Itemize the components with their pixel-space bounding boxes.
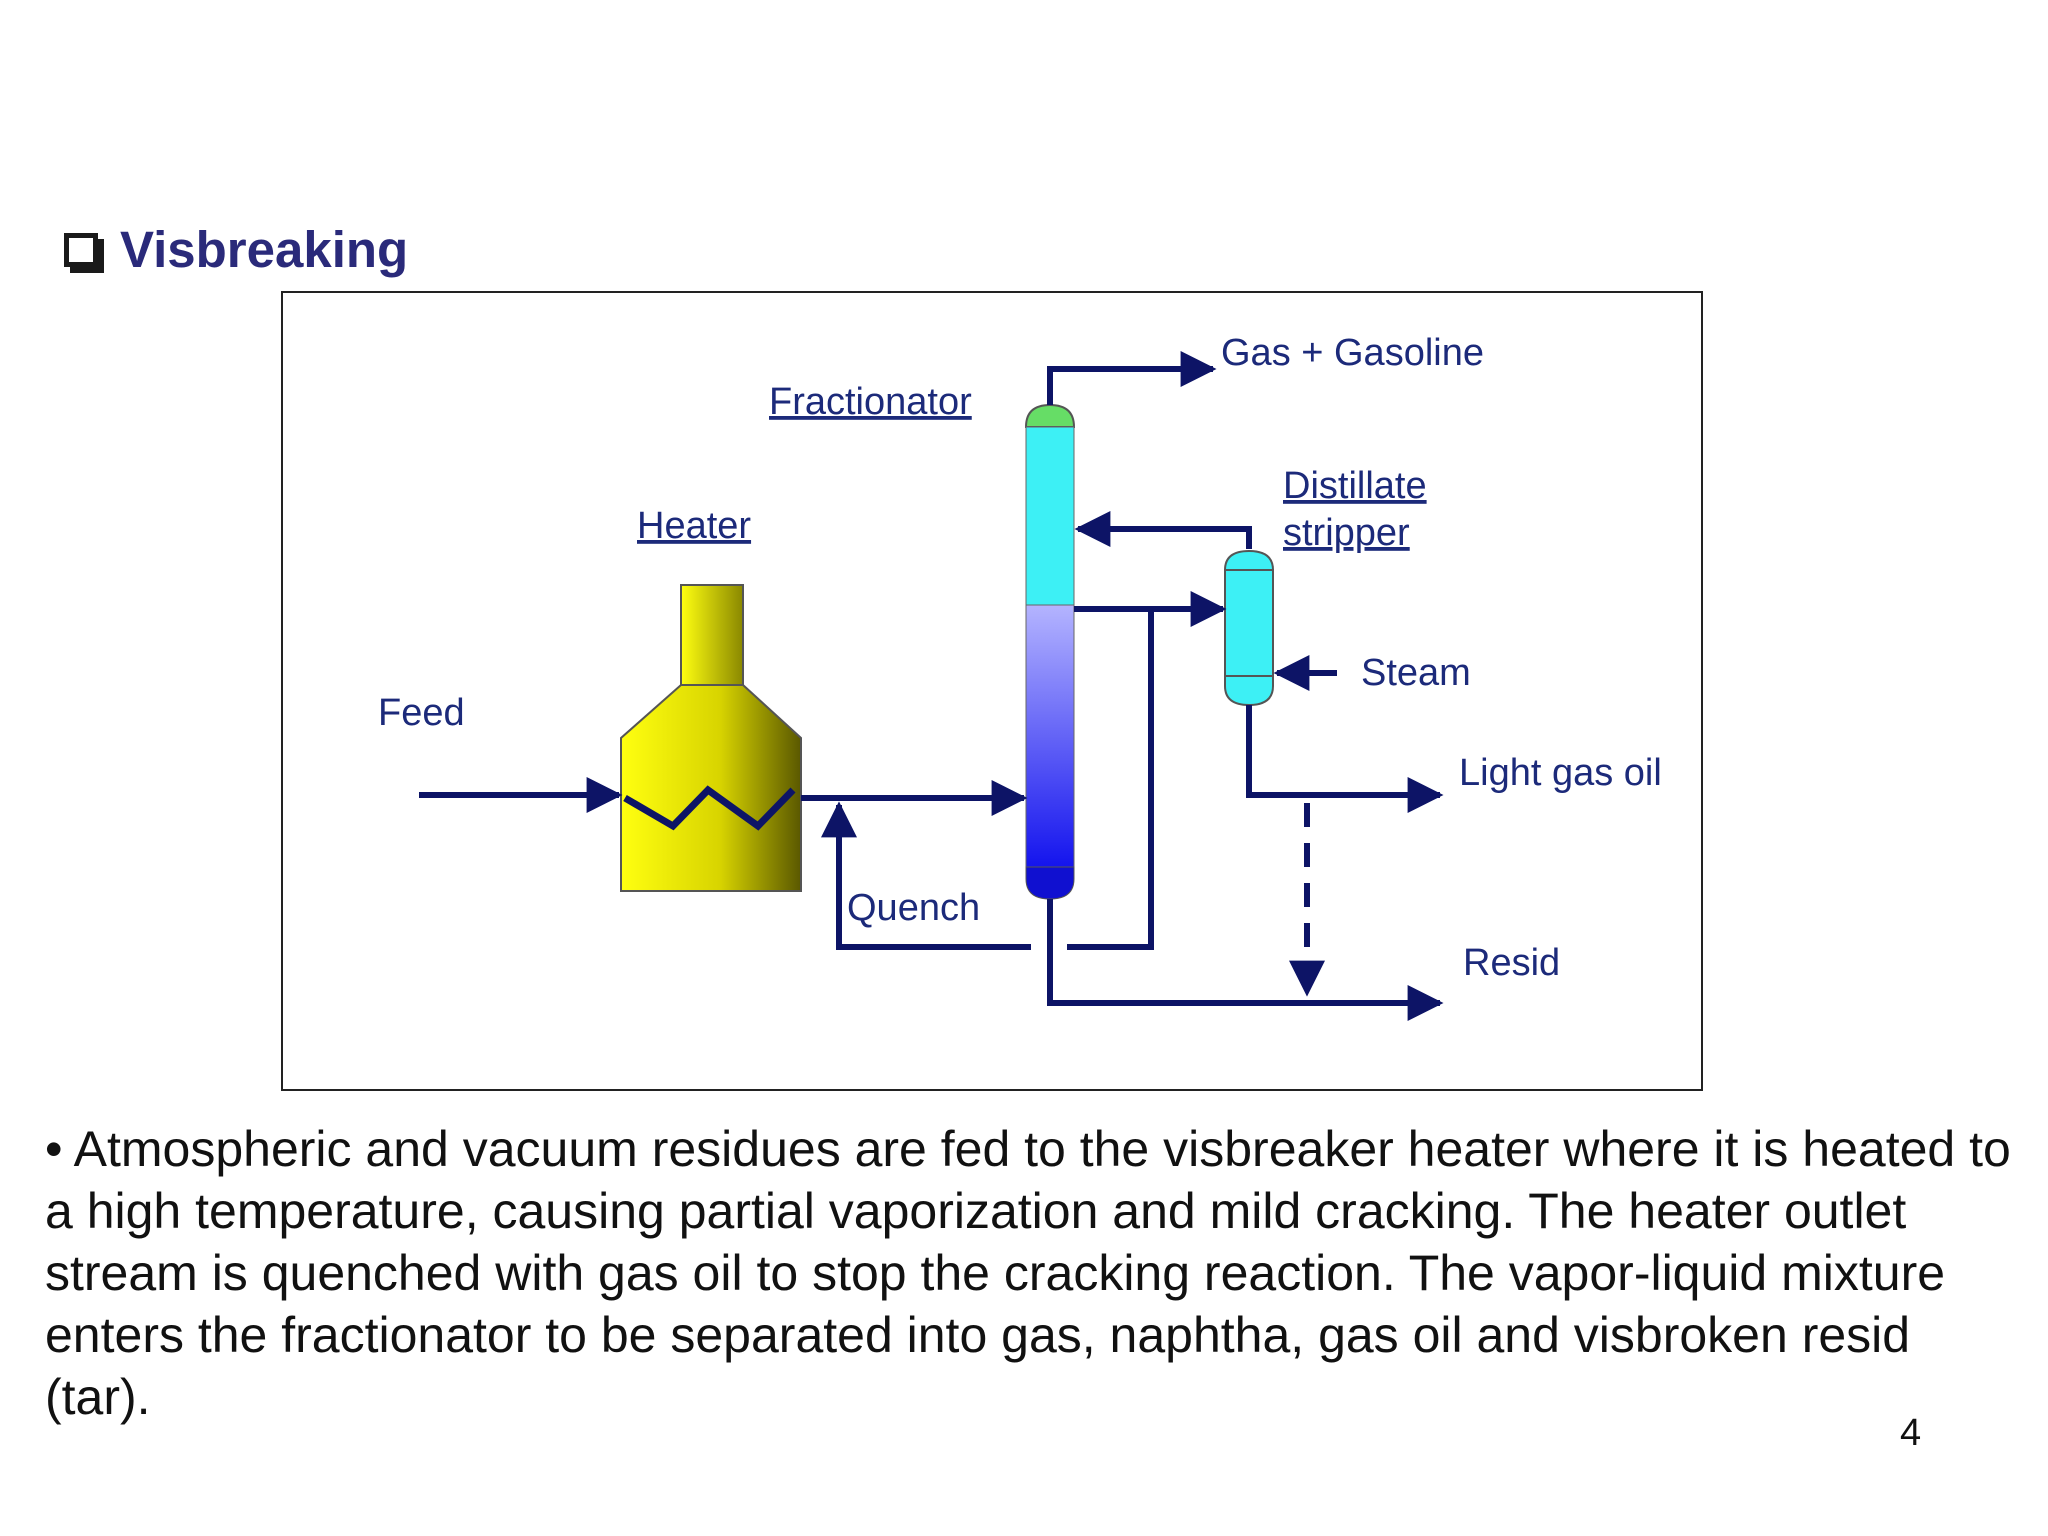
label-stripper: stripper	[1283, 512, 1410, 554]
label-heater: Heater	[637, 505, 751, 547]
process-flow-diagram: Fractionator Heater Feed Quench Gas + Ga…	[281, 291, 1703, 1091]
body-paragraph: • Atmospheric and vacuum residues are fe…	[45, 1118, 2020, 1428]
quench-line	[821, 801, 1031, 950]
page-number: 4	[1900, 1412, 1922, 1454]
heater-vessel	[620, 584, 802, 892]
gas-gasoline-line	[1047, 351, 1217, 405]
heater-coil	[623, 785, 796, 831]
label-feed: Feed	[378, 692, 465, 734]
slide-heading: Visbreaking	[64, 220, 408, 279]
resid-line	[1047, 899, 1444, 1021]
label-resid: Resid	[1463, 942, 1560, 984]
process-lines	[419, 351, 1444, 1021]
body-text: Atmospheric and vacuum residues are fed …	[45, 1121, 2011, 1425]
label-steam: Steam	[1361, 652, 1471, 694]
light-gas-oil-line	[1246, 705, 1444, 813]
label-distillate: Distillate	[1283, 465, 1427, 507]
label-light-gas-oil: Light gas oil	[1459, 752, 1662, 794]
fractionator-column	[1024, 403, 1076, 900]
bullet-glyph: •	[45, 1121, 63, 1177]
heading-text: Visbreaking	[120, 221, 409, 278]
label-gas-gasoline: Gas + Gasoline	[1221, 332, 1484, 374]
label-quench: Quench	[847, 887, 980, 929]
stripper-return-line	[1074, 511, 1252, 549]
label-fractionator: Fractionator	[769, 381, 972, 423]
pumparound-line	[1067, 609, 1154, 950]
diagram-canvas: Fractionator Heater Feed Quench Gas + Ga…	[378, 332, 1662, 1021]
checkbox-bullet-icon	[64, 232, 98, 267]
distillate-stripper-vessel	[1223, 549, 1275, 707]
